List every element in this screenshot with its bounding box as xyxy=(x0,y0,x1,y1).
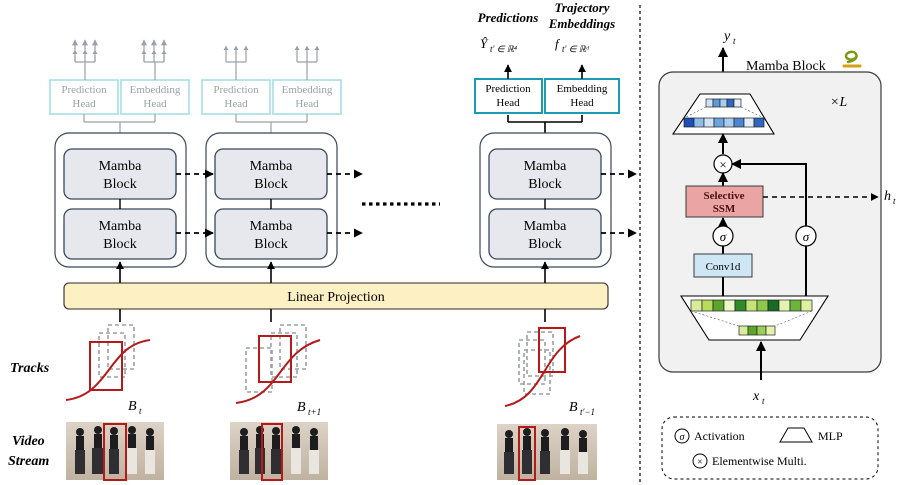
svg-text:Head: Head xyxy=(143,98,167,110)
embedding-head-faded xyxy=(120,79,190,115)
svg-text:Mamba: Mamba xyxy=(250,159,294,174)
track-3: B t′−1 xyxy=(504,327,595,417)
legend xyxy=(661,416,879,480)
mamba-stack-3: Mamba Block Mamba Block xyxy=(479,132,612,268)
svg-text:Prediction: Prediction xyxy=(213,84,259,96)
svg-text:t: t xyxy=(139,406,142,416)
repeat-label: ×L xyxy=(830,95,847,110)
svg-text:SSM: SSM xyxy=(713,203,736,215)
mamba-stack-2: Mamba Block Mamba Block xyxy=(205,132,338,268)
svg-text:t′−1: t′−1 xyxy=(580,407,595,417)
svg-text:t′ ∈ ℝᵈ: t′ ∈ ℝᵈ xyxy=(562,44,590,54)
svg-text:Block: Block xyxy=(254,177,287,192)
output-mlp xyxy=(671,93,775,135)
svg-text:Prediction: Prediction xyxy=(61,84,107,96)
svg-text:B: B xyxy=(128,399,137,414)
track-1: B t xyxy=(65,324,151,416)
linear-projection xyxy=(63,282,609,310)
svg-text:t′ ∈ ℝ⁴: t′ ∈ ℝ⁴ xyxy=(490,44,517,54)
svg-text:×: × xyxy=(697,457,703,468)
tracks-label: Tracks xyxy=(10,361,50,376)
svg-text:Embedding: Embedding xyxy=(557,83,608,95)
mlp-legend-icon xyxy=(779,427,813,443)
svg-text:Conv1d: Conv1d xyxy=(706,261,741,273)
svg-text:Embedding: Embedding xyxy=(282,84,333,96)
hidden-state-arrows xyxy=(176,169,637,238)
svg-text:t: t xyxy=(893,196,896,206)
input-mlp xyxy=(679,295,830,341)
svg-text:Block: Block xyxy=(254,237,287,252)
h-output-label: h xyxy=(884,189,891,204)
predictions-math: Ŷ xyxy=(480,36,489,51)
svg-text:σ: σ xyxy=(680,432,686,443)
svg-text:t+1: t+1 xyxy=(308,407,321,417)
prediction-head-faded xyxy=(201,79,271,115)
multiply-legend-icon xyxy=(692,453,708,469)
svg-text:Head: Head xyxy=(72,98,96,110)
svg-text:Block: Block xyxy=(103,177,136,192)
video-frame-2 xyxy=(230,422,328,481)
y-output-label: y xyxy=(722,29,731,44)
svg-text:Mamba: Mamba xyxy=(250,219,294,234)
trajectory-math: f xyxy=(555,36,561,51)
video-frame-1 xyxy=(66,422,164,481)
svg-text:Prediction: Prediction xyxy=(485,83,531,95)
head-group-active: Prediction Head Embedding Head xyxy=(474,64,620,133)
svg-text:Mamba: Mamba xyxy=(524,219,568,234)
svg-text:B: B xyxy=(569,400,578,415)
projection-arrows xyxy=(116,261,549,322)
snake-icon xyxy=(842,50,862,68)
head-group-2: Prediction Head Embedding Head xyxy=(201,46,342,133)
embedding-head xyxy=(544,78,620,114)
svg-text:×: × xyxy=(719,157,726,172)
svg-text:Embeddings: Embeddings xyxy=(548,16,615,31)
legend-elementwise: Elementwise Multi. xyxy=(712,454,807,468)
svg-text:Head: Head xyxy=(496,97,520,109)
svg-text:Mamba: Mamba xyxy=(524,159,568,174)
svg-text:Embedding: Embedding xyxy=(130,84,181,96)
svg-text:Block: Block xyxy=(528,237,561,252)
video-frame-3 xyxy=(497,424,597,481)
activation-legend-icon xyxy=(674,428,690,444)
predictions-title: Predictions xyxy=(478,10,539,25)
svg-text:σ: σ xyxy=(803,229,810,244)
svg-text:Head: Head xyxy=(570,97,594,109)
mamba-block-title: Mamba Block xyxy=(746,59,826,74)
svg-text:B: B xyxy=(297,400,306,415)
svg-text:Mamba: Mamba xyxy=(99,219,143,234)
selective-ssm xyxy=(685,185,764,218)
head-group-1: Prediction Head Embedding Head xyxy=(49,39,190,133)
svg-text:Linear Projection: Linear Projection xyxy=(287,290,385,305)
prediction-head xyxy=(474,78,543,114)
video-label-1: Video xyxy=(12,434,45,449)
svg-text:Head: Head xyxy=(295,98,319,110)
legend-mlp: MLP xyxy=(818,429,843,443)
x-input-label: x xyxy=(752,389,760,404)
svg-text:Head: Head xyxy=(224,98,248,110)
svg-text:Block: Block xyxy=(103,237,136,252)
svg-text:t: t xyxy=(762,396,765,406)
svg-text:t: t xyxy=(733,36,736,46)
trajectory-title: Trajectory xyxy=(554,0,609,15)
svg-text:Block: Block xyxy=(528,177,561,192)
svg-text:σ: σ xyxy=(720,229,727,244)
mamba-stack-1: Mamba Block Mamba Block xyxy=(54,132,187,268)
svg-text:Selective: Selective xyxy=(704,190,745,202)
svg-text:Mamba: Mamba xyxy=(99,159,143,174)
legend-activation: Activation xyxy=(694,429,745,443)
track-2: B t+1 xyxy=(235,324,321,417)
video-label-2: Stream xyxy=(8,454,49,469)
